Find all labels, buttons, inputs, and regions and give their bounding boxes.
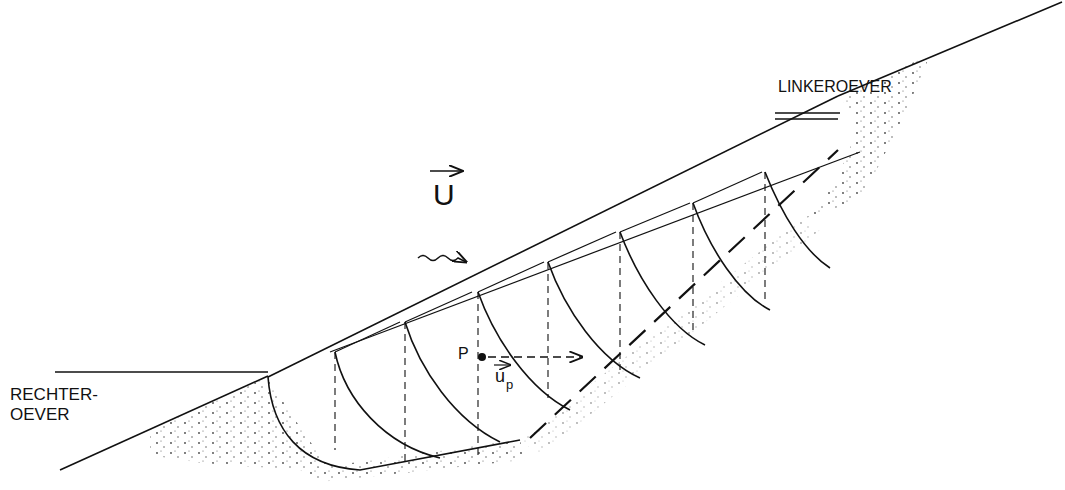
velocity-symbol: U [433, 178, 455, 213]
point-label: P [458, 345, 469, 363]
bank-label: LINKEROEVER [778, 78, 892, 96]
bank-label: RECHTER- OEVER [10, 385, 106, 424]
velocity-symbol: u [495, 366, 505, 387]
subscript: p [506, 378, 513, 393]
